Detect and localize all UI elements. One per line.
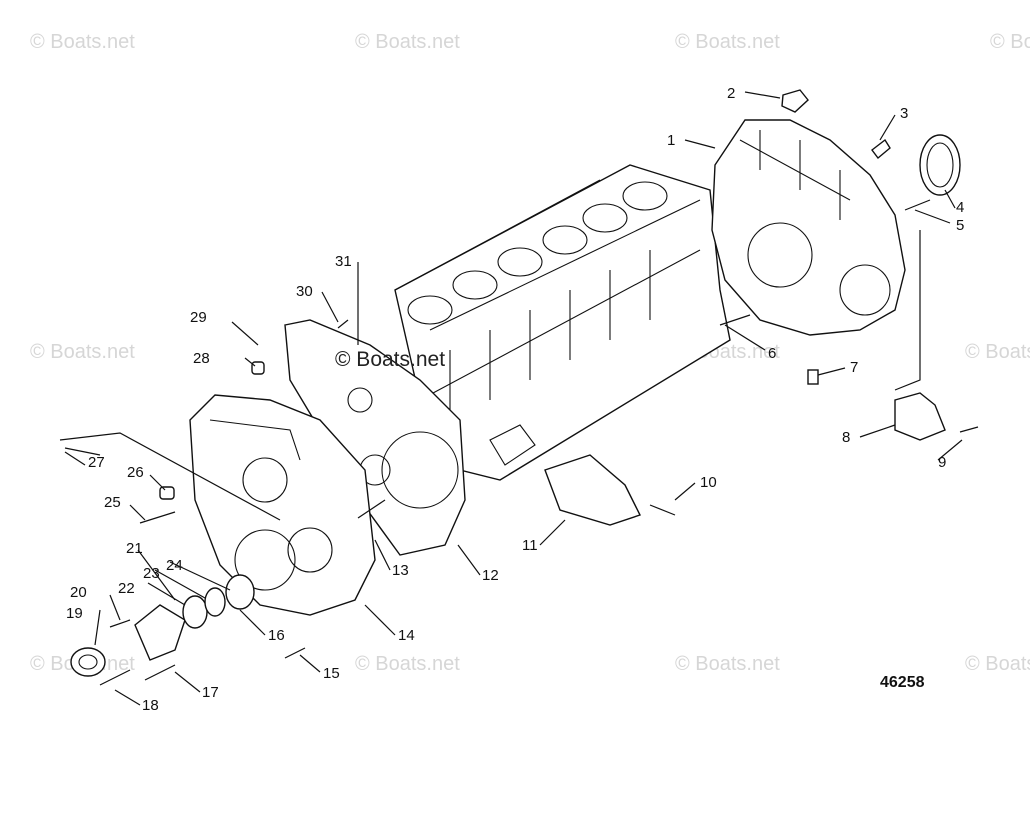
- callout-2: 2: [727, 85, 735, 102]
- callout-24: 24: [166, 557, 183, 574]
- callout-16: 16: [268, 627, 285, 644]
- callout-1: 1: [667, 132, 675, 149]
- watermark: © Boats.net: [30, 31, 135, 53]
- callout-28: 28: [193, 350, 210, 367]
- callout-12: 12: [482, 567, 499, 584]
- callout-25: 25: [104, 494, 121, 511]
- callout-14: 14: [398, 627, 415, 644]
- callout-3: 3: [900, 105, 908, 122]
- callout-5: 5: [956, 217, 964, 234]
- callout-6: 6: [768, 345, 776, 362]
- bolts: [64, 319, 386, 686]
- callout-9: 9: [938, 454, 946, 471]
- callout-21: 21: [126, 540, 143, 557]
- seal-ring: [919, 134, 961, 196]
- leader-lines: [59, 91, 963, 706]
- front-seal-parts: [70, 361, 265, 677]
- callout-29: 29: [190, 309, 207, 326]
- watermark: © Boats.net: [675, 31, 780, 53]
- callout-17: 17: [202, 684, 219, 701]
- callout-18: 18: [142, 697, 159, 714]
- callout-27: 27: [88, 454, 105, 471]
- callout-4: 4: [956, 199, 964, 216]
- callout-8: 8: [842, 429, 850, 446]
- callout-23: 23: [143, 565, 160, 582]
- callout-11: 11: [522, 537, 538, 554]
- callout-labels: 1 2 3 4 5 6 7 8 9 10 11 12 13 14 15 16 1…: [66, 85, 964, 714]
- watermark-layer: © Boats.net © Boats.net © Boats.net © Bo…: [30, 31, 1030, 675]
- watermark: © Boats.net: [355, 31, 460, 53]
- callout-10: 10: [700, 474, 717, 491]
- watermark: © Boats.net: [965, 653, 1030, 675]
- watermark: © Boats.net: [355, 653, 460, 675]
- watermark: © Boats.net: [675, 653, 780, 675]
- watermark: © Boats.net: [335, 348, 445, 371]
- callout-13: 13: [392, 562, 409, 579]
- timing-housing: [189, 394, 376, 616]
- callout-20: 20: [70, 584, 87, 601]
- figure-number: 46258: [880, 674, 925, 691]
- callout-26: 26: [127, 464, 144, 481]
- callout-19: 19: [66, 605, 83, 622]
- flywheel-housing: [711, 119, 906, 336]
- watermark: © Boats.net: [30, 341, 135, 363]
- small-parts: [544, 89, 979, 526]
- callout-15: 15: [323, 665, 340, 682]
- watermark: © Boats.net: [965, 341, 1030, 363]
- callout-7: 7: [850, 359, 858, 376]
- watermark: © Boats.net: [990, 31, 1030, 53]
- callout-22: 22: [118, 580, 135, 597]
- callout-30: 30: [296, 283, 313, 300]
- callout-31: 31: [335, 253, 352, 270]
